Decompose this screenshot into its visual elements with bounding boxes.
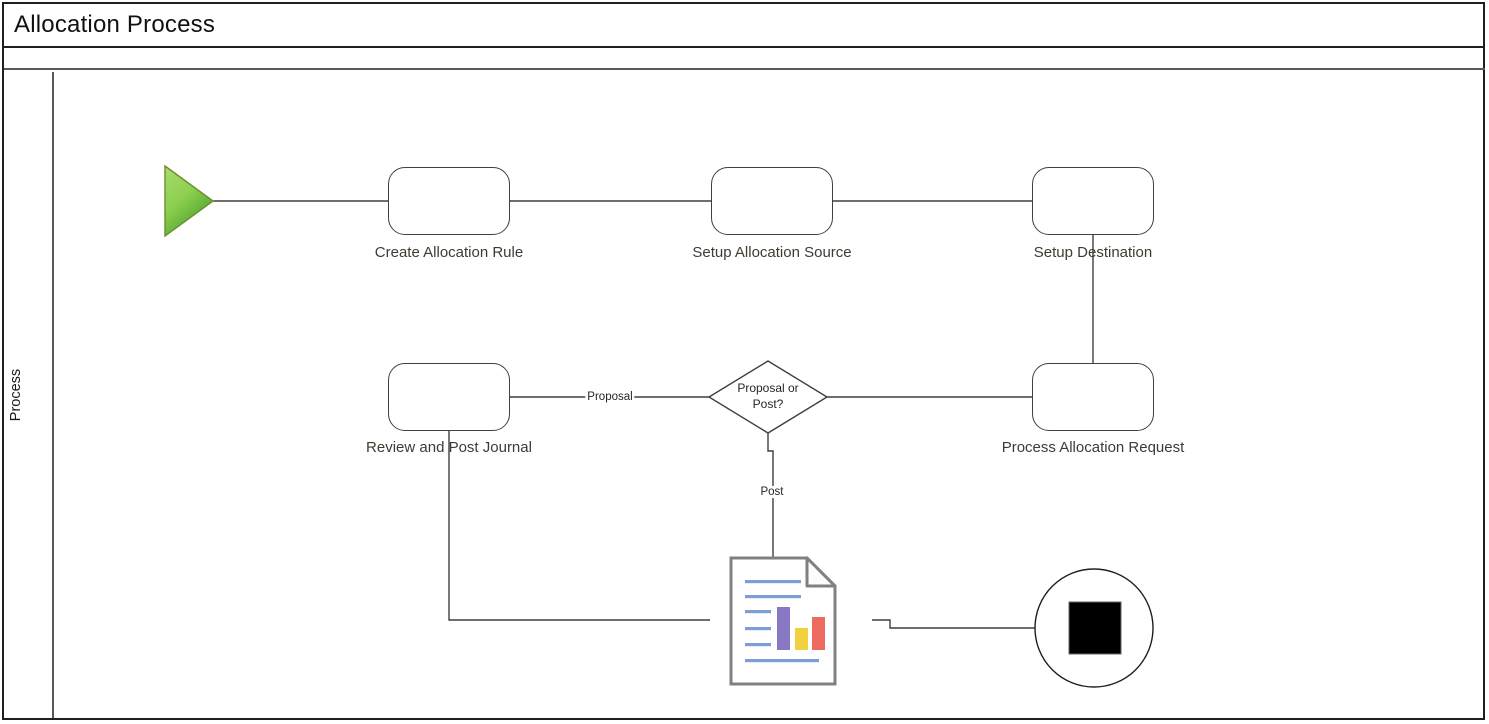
subtitle-band [4, 50, 1485, 70]
title-band: Allocation Process [4, 4, 1485, 48]
end-event-square [1068, 601, 1122, 655]
connector-decision-to-report [767, 433, 774, 558]
page-title: Allocation Process [14, 11, 216, 38]
connector-report-to-end [872, 619, 1035, 629]
report-document-icon[interactable] [729, 556, 837, 686]
label-setup-allocation-source: Setup Allocation Source [692, 244, 852, 261]
document-fold-corner [805, 556, 837, 588]
task-setup-allocation-source[interactable] [711, 167, 833, 235]
swimlane-header: Process [4, 72, 54, 718]
task-process-allocation-request[interactable] [1032, 363, 1154, 431]
task-review-and-post-journal[interactable] [388, 363, 510, 431]
decision-diamond[interactable] [707, 360, 829, 434]
label-process-allocation-request: Process Allocation Request [1001, 439, 1185, 456]
document-bar-chart-icon [777, 607, 825, 650]
task-setup-destination[interactable] [1032, 167, 1154, 235]
task-create-allocation-rule[interactable] [388, 167, 510, 235]
label-setup-destination: Setup Destination [1033, 244, 1153, 261]
start-event-triangle-icon[interactable] [164, 164, 215, 238]
end-event-icon[interactable] [1034, 568, 1154, 688]
label-create-allocation-rule: Create Allocation Rule [374, 244, 524, 261]
label-edge-proposal: Proposal [585, 391, 635, 403]
connector-review-journal-to-report [448, 431, 710, 621]
label-decision: Proposal or Post? [737, 381, 799, 411]
label-review-and-post-journal: Review and Post Journal [366, 439, 532, 456]
label-edge-post: Post [758, 486, 786, 498]
document-text-lines [745, 580, 819, 663]
